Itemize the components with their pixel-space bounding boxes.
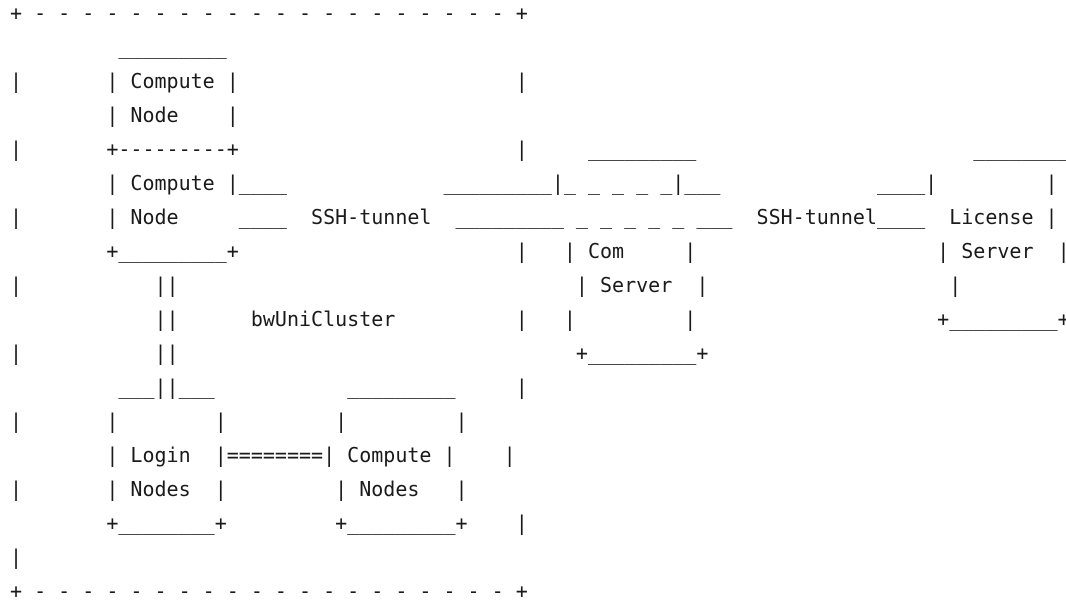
diagram-line: | | Nodes | | Nodes | <box>10 477 468 501</box>
diagram-line: | | Node ____ SSH-tunnel _________ _ _ _… <box>10 205 1058 229</box>
diagram-line: +________+ +_________+ | <box>10 511 528 535</box>
diagram-line: +_________+ | | Com | | Server | <box>10 239 1066 263</box>
diagram-line: | Compute |____ _________|_ _ _ _ _|___ … <box>10 171 1058 195</box>
diagram-line: | Login |========| Compute | | <box>10 443 516 467</box>
diagram-line: | || | Server | | | <box>10 273 1066 297</box>
diagram-line: | Node | <box>10 103 239 127</box>
diagram-line: | | | | | <box>10 409 468 433</box>
diagram-line: || bwUniCluster | | | +_________+ <box>10 307 1066 331</box>
diagram-line: | | Compute | | <box>10 69 528 93</box>
diagram-line: + - - - - - - - - - - - - - - - - - - - … <box>10 1 528 25</box>
ascii-diagram: + - - - - - - - - - - - - - - - - - - - … <box>10 0 1066 608</box>
diagram-line: | <box>10 545 23 569</box>
diagram-line: | || +_________+ <box>10 341 709 365</box>
diagram-line: + - - - - - - - - - - - - - - - - - - - … <box>10 579 528 603</box>
diagram-line: ___||___ _________ | <box>10 375 528 399</box>
diagram-line: | +---------+ | _________ _________ <box>10 137 1066 161</box>
diagram-line: _________ <box>10 35 227 59</box>
